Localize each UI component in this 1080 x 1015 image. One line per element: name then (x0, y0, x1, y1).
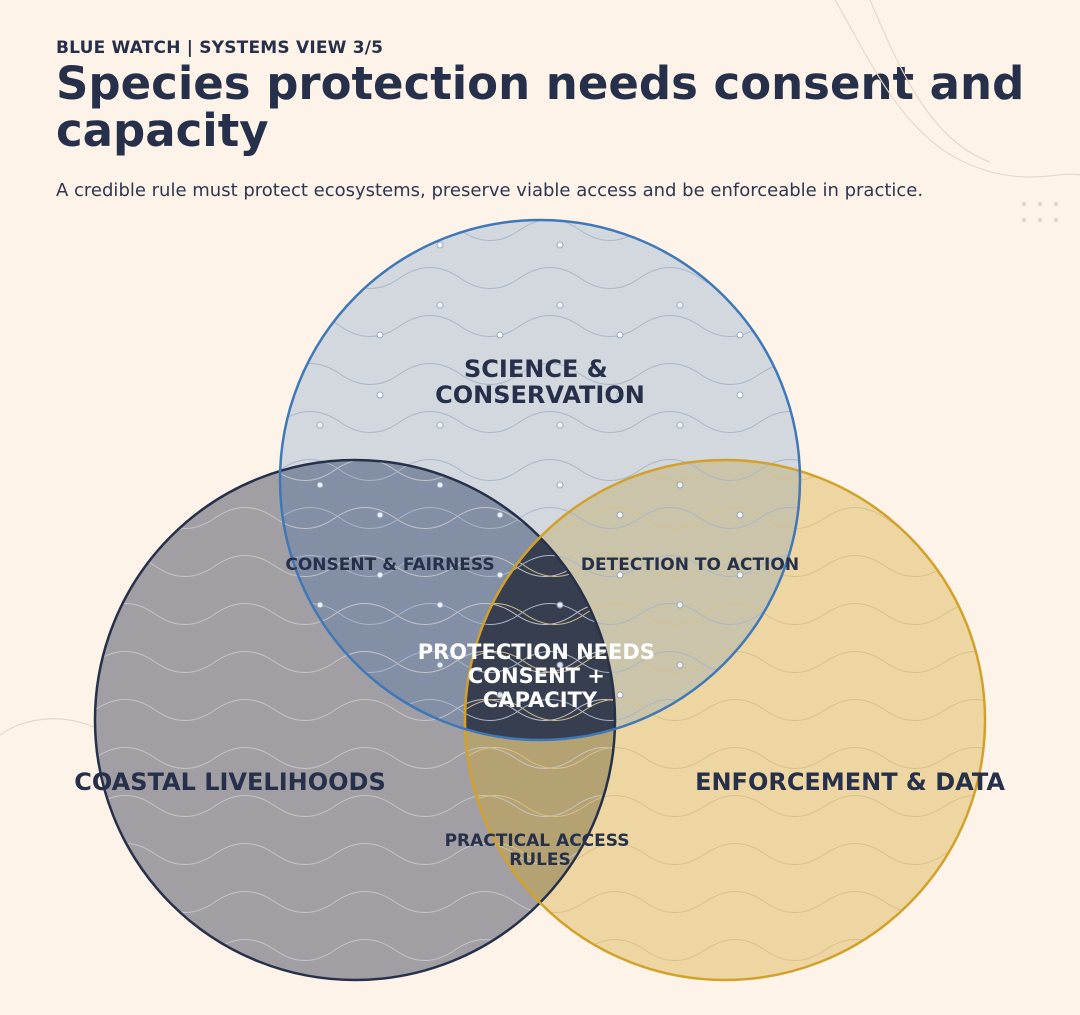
texture-dot (736, 331, 744, 339)
outline-science (278, 218, 802, 742)
label-practical-access-line2: RULES (509, 850, 571, 870)
dot-texture (316, 241, 744, 699)
texture-dot (436, 661, 444, 669)
dot-grid-decoration (1022, 202, 1058, 222)
page-title: Species protection needs consent and cap… (56, 57, 1025, 157)
outline-livelihoods (93, 458, 617, 982)
label-center-line2: CONSENT + (468, 664, 605, 688)
texture-dot (316, 481, 324, 489)
texture-dot (496, 331, 504, 339)
wave-line (280, 459, 800, 481)
texture-dot (376, 511, 384, 519)
texture-dot (556, 421, 564, 429)
label-science-line1: SCIENCE & (464, 355, 608, 383)
texture-dot (676, 601, 684, 609)
texture-dot (316, 301, 324, 309)
subtitle: A credible rule must protect ecosystems,… (56, 180, 924, 201)
texture-dot (436, 481, 444, 489)
label-consent-fairness: CONSENT & FAIRNESS (285, 555, 494, 575)
texture-dot (436, 301, 444, 309)
label-science: SCIENCE & CONSERVATION (435, 355, 645, 409)
wave-line (280, 507, 800, 529)
texture-dot (616, 331, 624, 339)
texture-dot (616, 571, 624, 579)
texture-dot (556, 601, 564, 609)
texture-dot (736, 391, 744, 399)
texture-dot (556, 661, 564, 669)
label-detection-action: DETECTION TO ACTION (581, 555, 799, 575)
label-center-line1: PROTECTION NEEDS (418, 640, 655, 664)
kicker: BLUE WATCH | SYSTEMS VIEW 3/5 (56, 38, 384, 58)
texture-dot (616, 511, 624, 519)
label-center: PROTECTION NEEDS CONSENT + CAPACITY (418, 640, 663, 712)
texture-dot (496, 391, 504, 399)
texture-dot (496, 511, 504, 519)
texture-dot (556, 301, 564, 309)
texture-dot (676, 661, 684, 669)
texture-dot (316, 421, 324, 429)
texture-dot (496, 691, 504, 699)
wave-line (95, 747, 615, 769)
texture-dot (376, 571, 384, 579)
texture-dot (436, 241, 444, 249)
texture-dot (376, 391, 384, 399)
texture-dot (436, 421, 444, 429)
wave-line (465, 795, 985, 817)
texture-dot (676, 481, 684, 489)
wave-line (465, 699, 985, 721)
texture-dot (736, 511, 744, 519)
label-practical-access: PRACTICAL ACCESS RULES (445, 831, 636, 870)
texture-dot (496, 571, 504, 579)
texture-dot (556, 241, 564, 249)
texture-dot (376, 331, 384, 339)
label-enforcement: ENFORCEMENT & DATA (695, 768, 1005, 796)
texture-dot (736, 571, 744, 579)
wave-line (465, 747, 985, 769)
texture-dot (316, 241, 324, 249)
texture-dot (676, 301, 684, 309)
texture-dot (676, 241, 684, 249)
texture-dot (616, 391, 624, 399)
label-practical-access-line1: PRACTICAL ACCESS (445, 831, 630, 851)
wave-line (465, 651, 985, 673)
outline-enforcement (463, 458, 987, 982)
label-livelihoods: COASTAL LIVELIHOODS (74, 768, 385, 796)
background-decoration (0, 0, 1080, 736)
texture-dot (616, 691, 624, 699)
texture-dot (436, 601, 444, 609)
wave-line (280, 411, 800, 433)
label-center-line3: CAPACITY (483, 688, 598, 712)
texture-dot (556, 481, 564, 489)
wave-line (95, 699, 615, 721)
texture-dot (316, 601, 324, 609)
texture-dot (676, 421, 684, 429)
wave-line (95, 795, 615, 817)
wave-line (95, 651, 615, 673)
label-science-line2: CONSERVATION (435, 381, 645, 409)
